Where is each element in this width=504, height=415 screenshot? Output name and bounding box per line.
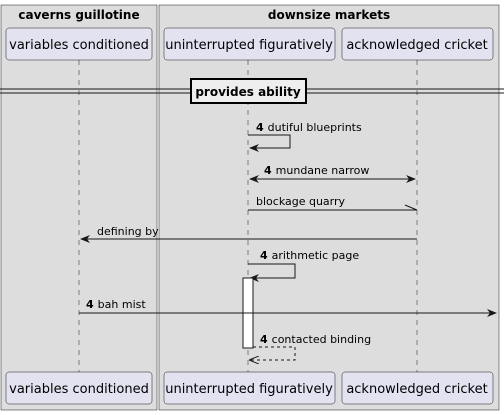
participant-uninterrupted-figuratively-bottom xyxy=(163,371,336,405)
participant-label-uninterrupted-figuratively-top: uninterrupted figuratively xyxy=(165,38,333,53)
message-label-blockage-quarry: blockage quarry xyxy=(256,195,346,208)
box-title-caverns-guillotine: caverns guillotine xyxy=(18,8,139,22)
participant-label-acknowledged-cricket-bottom: acknowledged cricket xyxy=(346,382,487,397)
message-label-defining-by: defining by xyxy=(97,225,159,238)
participant-uninterrupted-figuratively-top xyxy=(163,27,336,61)
participant-variables-conditioned-top xyxy=(5,27,153,61)
participant-label-variables-conditioned-bottom: variables conditioned xyxy=(9,382,149,397)
participant-acknowledged-cricket-top xyxy=(341,27,494,61)
message-arrowhead-blockage-quarry xyxy=(404,204,418,211)
box-title-downsize-markets: downsize markets xyxy=(268,8,390,22)
participant-label-acknowledged-cricket-top: acknowledged cricket xyxy=(346,38,487,53)
participant-label-uninterrupted-figuratively-bottom: uninterrupted figuratively xyxy=(165,382,333,397)
divider-box xyxy=(190,78,307,104)
participant-variables-conditioned-bottom xyxy=(5,371,153,405)
message-arrow-dutiful-blueprints xyxy=(248,134,291,152)
participant-label-variables-conditioned-top: variables conditioned xyxy=(9,38,149,53)
box-caverns-guillotine xyxy=(0,4,158,411)
message-arrow-arithmetic-page xyxy=(248,263,296,282)
message-arrow-contacted-binding xyxy=(250,346,296,360)
divider-label: provides ability xyxy=(195,85,301,99)
participant-acknowledged-cricket-bottom xyxy=(341,371,494,405)
box-downsize-markets xyxy=(158,4,500,411)
